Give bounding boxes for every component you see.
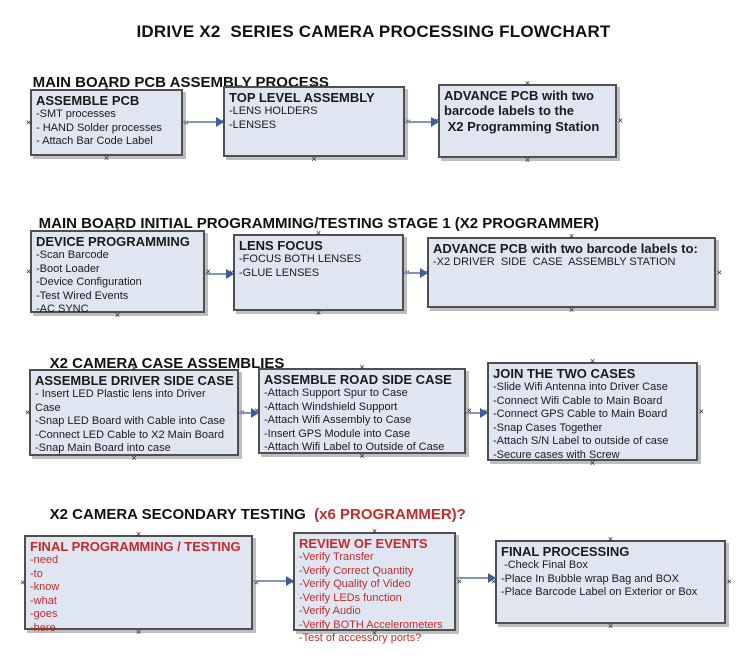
section-heading-text: X2 CAMERA SECONDARY TESTING [49, 506, 306, 523]
flow-arrow [466, 408, 488, 418]
arrow-line [466, 412, 481, 414]
flow-arrow [239, 408, 259, 418]
box-title: ASSEMBLE ROAD SIDE CASE [264, 372, 452, 387]
box-lines: - Insert LED Plastic lens into Driver Ca… [35, 388, 226, 454]
flow-arrow [253, 576, 294, 586]
arrowhead-icon [226, 269, 234, 279]
flow-box-assemble-pcb: ASSEMBLE PCB -SMT processes - HAND Solde… [26, 84, 189, 163]
arrowhead-icon [431, 117, 439, 127]
section-heading-red-text: (x6 PROGRAMMER)? [305, 506, 466, 523]
arrowhead-icon [488, 573, 496, 583]
box-title: DEVICE PROGRAMMING [36, 234, 190, 249]
connection-handle-icon: × [315, 308, 322, 318]
section-heading-secondary-testing: X2 CAMERA SECONDARY TESTING (x6 PROGRAMM… [33, 489, 466, 540]
arrow-line [239, 412, 252, 414]
connection-handle-icon: × [20, 577, 26, 587]
flow-arrow [404, 268, 428, 278]
arrow-line [183, 121, 217, 123]
box-lines: -Attach Support Spur to Case -Attach Win… [264, 387, 445, 453]
flow-arrow [205, 269, 234, 279]
arrowhead-icon [420, 268, 428, 278]
box-title: REVIEW OF EVENTS [299, 536, 428, 551]
box-lines: -Scan Barcode -Boot Loader -Device Confi… [36, 249, 142, 315]
section-heading-text: MAIN BOARD INITIAL PROGRAMMING/TESTING S… [38, 215, 599, 232]
box-title: ASSEMBLE PCB [36, 93, 140, 108]
arrowhead-icon [251, 408, 259, 418]
box-lines: -X2 DRIVER SIDE CASE ASSEMBLY STATION [433, 256, 676, 268]
flow-box-review-of-events: REVIEW OF EVENTS -Verify Transfer -Verif… [289, 527, 462, 645]
flow-box-join-the-two-cases: JOIN THE TWO CASES -Slide Wifi Antenna i… [483, 357, 704, 468]
connection-handle-icon: × [103, 153, 110, 163]
connection-handle-icon: × [607, 534, 614, 544]
box-lines: -Verify Transfer -Verify Correct Quantit… [299, 551, 443, 644]
flow-arrow [456, 573, 496, 583]
box-lines: -SMT processes - HAND Solder processes -… [36, 108, 162, 147]
connection-handle-icon: × [589, 356, 596, 366]
flow-arrow [183, 117, 224, 127]
arrow-line [404, 272, 421, 274]
connection-handle-icon: × [359, 362, 365, 372]
section-heading-text: X2 CAMERA CASE ASSEMBLIES [49, 355, 285, 372]
flow-box-top-level-assembly: TOP LEVEL ASSEMBLY -LENS HOLDERS -LENSES… [219, 81, 411, 164]
arrow-line [405, 121, 432, 123]
connection-handle-icon: × [726, 576, 732, 587]
box-lines: barcode labels to the X2 Programming Sta… [444, 103, 600, 134]
box-title: ADVANCE PCB with two barcode labels to: [433, 241, 698, 256]
connection-handle-icon: × [25, 407, 31, 417]
box-title: ASSEMBLE DRIVER SIDE CASE [35, 373, 234, 388]
box-title: JOIN THE TWO CASES [493, 366, 636, 381]
box-title: ADVANCE PCB with two [444, 88, 594, 103]
connection-handle-icon: × [568, 305, 575, 315]
box-title: FINAL PROCESSING [501, 544, 630, 559]
section-heading-case-assemblies: X2 CAMERA CASE ASSEMBLIES [33, 338, 285, 389]
connection-handle-icon: × [716, 267, 722, 277]
flow-box-device-programming: DEVICE PROGRAMMING -Scan Barcode -Boot L… [26, 225, 211, 320]
connection-handle-icon: × [26, 266, 32, 276]
connection-handle-icon: × [607, 621, 614, 631]
box-lines: -need -to -know -what -goes -here [30, 554, 60, 634]
flow-box-final-processing: FINAL PROCESSING -Check Final Box -Place… [491, 535, 732, 631]
flow-box-final-programming-testing: FINAL PROGRAMMING / TESTING -need -to -k… [20, 530, 259, 637]
box-title: LENS FOCUS [239, 238, 323, 253]
flow-box-lens-focus: LENS FOCUS -FOCUS BOTH LENSES -GLUE LENS… [229, 229, 410, 318]
flowchart-title: IDRIVE X2 SERIES CAMERA PROCESSING FLOWC… [136, 22, 611, 41]
arrow-line [456, 577, 489, 579]
flow-box-assemble-road-side-case: ASSEMBLE ROAD SIDE CASE -Attach Support … [254, 363, 472, 461]
connection-handle-icon: × [524, 155, 531, 165]
connection-handle-icon: × [698, 406, 704, 416]
section-heading-initial-programming: MAIN BOARD INITIAL PROGRAMMING/TESTING S… [22, 198, 599, 249]
box-title: FINAL PROGRAMMING / TESTING [30, 539, 241, 554]
arrowhead-icon [480, 408, 488, 418]
flow-arrow [405, 117, 439, 127]
connection-handle-icon: × [311, 154, 317, 164]
arrowhead-icon [216, 117, 224, 127]
box-lines: -Check Final Box -Place In Bubble wrap B… [501, 559, 698, 598]
box-lines: -FOCUS BOTH LENSES -GLUE LENSES [239, 253, 362, 279]
arrow-line [253, 580, 287, 582]
connection-handle-icon: × [26, 117, 32, 127]
flow-box-advance-pcb-programming-station: ADVANCE PCB with two barcode labels to t… [434, 79, 623, 165]
arrow-line [205, 273, 227, 275]
flow-box-advance-pcb-driver-side-station: ADVANCE PCB with two barcode labels to: … [423, 232, 722, 315]
arrowhead-icon [286, 576, 294, 586]
connection-handle-icon: × [524, 78, 531, 88]
flow-box-assemble-driver-side-case: ASSEMBLE DRIVER SIDE CASE - Insert LED P… [25, 364, 245, 463]
connection-handle-icon: × [466, 405, 472, 416]
box-lines: -Slide Wifi Antenna into Driver Case -Co… [493, 381, 669, 461]
box-title: TOP LEVEL ASSEMBLY [229, 90, 375, 105]
connection-handle-icon: × [617, 115, 623, 126]
box-lines: -LENS HOLDERS -LENSES [229, 105, 318, 131]
